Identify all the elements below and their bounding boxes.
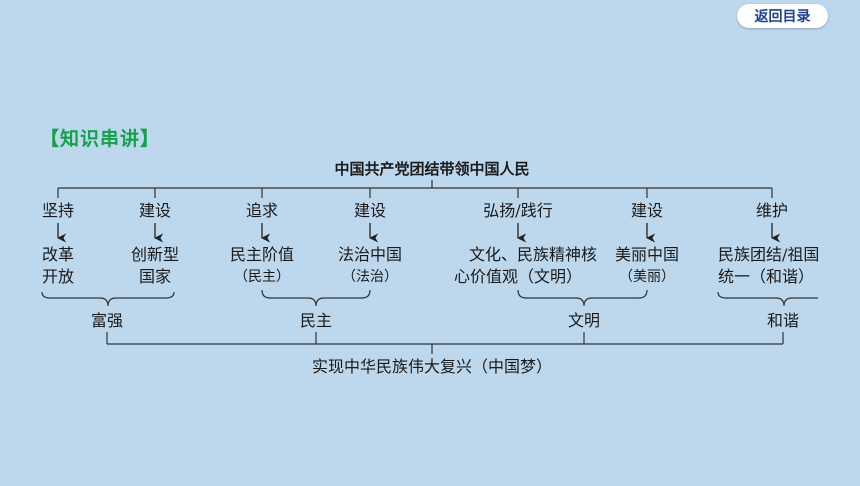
item-line1: 美丽中国 [614,245,680,264]
item-line2: （法治） [342,269,398,285]
group-label: 和谐 [766,311,800,330]
group-label: 民主 [299,311,333,330]
action-label: 建设 [138,201,172,220]
item-line2: 心价值观（文明） [453,267,583,286]
item-line1: 创新型 [130,245,180,264]
item-line1: 民族团结/祖国 [718,245,820,264]
item-line1: 法治中国 [337,245,403,264]
action-label: 坚持 [41,201,75,220]
item-line2: （民主） [234,269,290,285]
back-to-contents-button[interactable]: 返回目录 [737,4,828,28]
action-label: 弘扬/践行 [483,201,553,220]
item-line1: 改革 [41,245,75,264]
group-label: 文明 [567,311,601,330]
goal-node: 实现中华民族伟大复兴（中国梦） [311,357,553,376]
item-line2: 国家 [138,267,172,286]
action-label: 追求 [245,201,279,220]
action-label: 建设 [630,201,664,220]
item-line2: （美丽） [619,269,675,285]
item-line2: 开放 [41,267,75,286]
item-line1: 文化、民族精神核 [468,245,598,264]
section-title: 【知识串讲】 [40,128,161,150]
group-label: 富强 [90,311,124,330]
item-line1: 民主阶值 [229,245,295,264]
item-line2: 统一（和谐） [718,267,815,286]
action-label: 建设 [353,201,387,220]
root-node: 中国共产党团结带领中国人民 [334,160,530,178]
action-label: 维护 [755,201,789,220]
